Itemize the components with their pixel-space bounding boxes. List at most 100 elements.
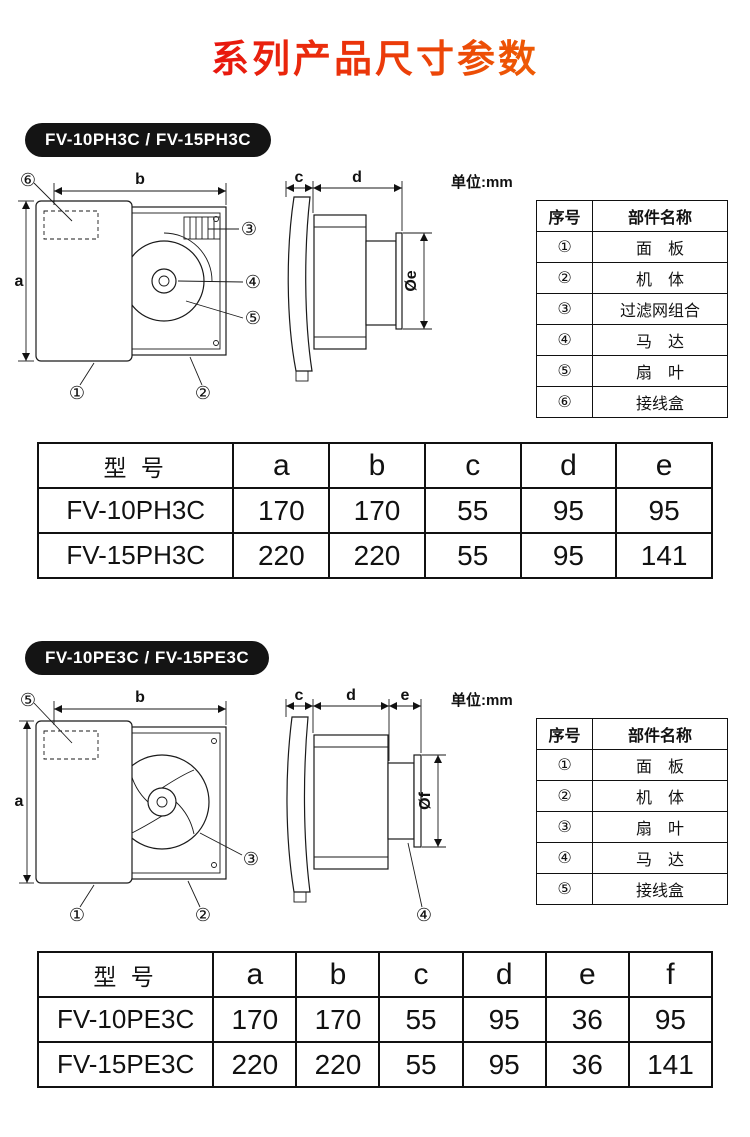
model-name: FV-15PE3C xyxy=(36,1041,215,1088)
part-index: ⑤ xyxy=(536,873,593,905)
callout-1-panel: ① xyxy=(69,383,85,403)
parts-row: ④ 马 达 xyxy=(536,842,728,874)
dim-label-e: e xyxy=(401,687,410,704)
callout-1-panel: ① xyxy=(69,905,85,925)
part-name: 面 板 xyxy=(592,749,728,781)
callout-5-blade: ⑤ xyxy=(245,308,261,328)
dim-value: 95 xyxy=(461,996,547,1043)
part-index: ③ xyxy=(536,293,593,325)
dimension-a xyxy=(18,200,34,362)
parts-row: ⑥ 接线盒 xyxy=(536,386,728,418)
side-profile-outline xyxy=(286,716,422,903)
side-view-diagram-pe3c: c d e Øf ④ xyxy=(285,687,446,925)
dim-header-a: a xyxy=(212,951,298,998)
parts-header-index: 序号 xyxy=(536,200,593,232)
parts-row: ④ 马 达 xyxy=(536,324,728,356)
dimension-e xyxy=(389,699,422,753)
part-name: 扇 叶 xyxy=(592,355,728,387)
dim-header-a: a xyxy=(232,442,331,489)
front-panel-outline xyxy=(35,200,133,362)
dim-label-dia-f: Øf xyxy=(417,791,434,809)
dim-value: 55 xyxy=(423,487,522,534)
callout-4-motor: ④ xyxy=(416,905,432,925)
dim-header-model: 型 号 xyxy=(36,951,215,998)
right-column-ph3c: 单位:mm 序号 部件名称 ① 面 板 ② xyxy=(451,169,736,418)
section-pe3c: FV-10PE3C / FV-15PE3C xyxy=(0,579,750,1088)
side-profile-outline xyxy=(287,196,403,382)
part-name: 机 体 xyxy=(592,780,728,812)
dimension-dia-f xyxy=(422,754,446,848)
unit-label-pe3c: 单位:mm xyxy=(451,692,513,709)
dim-value: 95 xyxy=(519,487,618,534)
dim-value: 141 xyxy=(627,1041,714,1088)
parts-table-pe3c: 序号 部件名称 ① 面 板 ② 机 体 xyxy=(536,718,728,905)
part-index: ① xyxy=(536,749,593,781)
front-view-diagram-ph3c: b a ⑥ ③ ④ ⑤ ① ② xyxy=(15,170,262,403)
callout-leader-lines xyxy=(33,182,244,386)
dim-label-b: b xyxy=(135,689,145,706)
dim-row: FV-10PE3C 170 170 55 95 36 95 xyxy=(36,996,714,1043)
dim-header-f: f xyxy=(627,951,714,998)
part-index: ④ xyxy=(536,842,593,874)
callout-4-motor: ④ xyxy=(245,272,261,292)
section-ph3c: FV-10PH3C / FV-15PH3C xyxy=(0,83,750,579)
callout-3-blade: ③ xyxy=(243,849,259,869)
dim-value: 220 xyxy=(212,1041,298,1088)
parts-header-name: 部件名称 xyxy=(592,718,728,750)
parts-row: ③ 过滤网组合 xyxy=(536,293,728,325)
side-view-diagram-ph3c: c d Øe xyxy=(285,169,432,382)
part-index: ④ xyxy=(536,324,593,356)
parts-row: ① 面 板 xyxy=(536,749,728,781)
dim-value: 55 xyxy=(378,996,464,1043)
dim-header-model: 型 号 xyxy=(36,442,235,489)
dim-value: 170 xyxy=(232,487,331,534)
dim-value: 95 xyxy=(615,487,713,534)
parts-header-index: 序号 xyxy=(536,718,593,750)
dim-header-b: b xyxy=(295,951,381,998)
part-name: 接线盒 xyxy=(592,386,728,418)
dimension-b xyxy=(53,701,227,725)
dimension-a xyxy=(19,720,34,884)
callout-6-junction-box: ⑥ xyxy=(20,170,36,190)
model-badge-pe3c: FV-10PE3C / FV-15PE3C xyxy=(25,641,270,675)
dim-row: FV-15PH3C 220 220 55 95 141 xyxy=(36,532,713,579)
part-index: ① xyxy=(536,231,593,263)
dim-value: 55 xyxy=(378,1041,464,1088)
part-index: ② xyxy=(536,262,593,294)
dim-label-a: a xyxy=(15,273,24,290)
front-panel-outline xyxy=(35,720,133,884)
callout-leader-lines xyxy=(407,842,423,908)
model-name: FV-10PE3C xyxy=(36,996,215,1043)
unit-label-ph3c: 单位:mm xyxy=(451,174,513,191)
dim-header-e: e xyxy=(544,951,630,998)
diagram-row-pe3c: b a ⑤ ③ ① ② xyxy=(0,687,750,927)
dim-label-c: c xyxy=(295,169,304,186)
dim-value: 220 xyxy=(295,1041,381,1088)
diagram-row-ph3c: b a ⑥ ③ ④ ⑤ ① ② xyxy=(0,169,750,418)
dim-value: 95 xyxy=(461,1041,547,1088)
callout-2-body: ② xyxy=(195,905,211,925)
dim-value: 220 xyxy=(232,532,331,579)
parts-row: ② 机 体 xyxy=(536,262,728,294)
parts-row: ⑤ 接线盒 xyxy=(536,873,728,905)
part-name: 机 体 xyxy=(592,262,728,294)
dim-value: 170 xyxy=(212,996,298,1043)
parts-table-ph3c: 序号 部件名称 ① 面 板 ② 机 体 xyxy=(536,200,728,418)
parts-row: ⑤ 扇 叶 xyxy=(536,355,728,387)
dim-row: FV-10PH3C 170 170 55 95 95 xyxy=(36,487,713,534)
parts-header-row: 序号 部件名称 xyxy=(536,718,728,750)
part-index: ③ xyxy=(536,811,593,843)
dim-label-d: d xyxy=(346,687,356,704)
dim-header-row: 型 号 a b c d e f xyxy=(36,951,714,998)
dim-value: 141 xyxy=(615,532,713,579)
right-column-pe3c: 单位:mm 序号 部件名称 ① 面 板 ② xyxy=(451,687,736,905)
dim-header-d: d xyxy=(519,442,618,489)
dimension-dia-e xyxy=(403,232,432,330)
part-name: 过滤网组合 xyxy=(592,293,728,325)
model-badge-ph3c: FV-10PH3C / FV-15PH3C xyxy=(25,123,272,157)
dim-label-dia-e: Øe xyxy=(403,270,420,291)
part-name: 面 板 xyxy=(592,231,728,263)
dim-value: 220 xyxy=(328,532,426,579)
dim-header-c: c xyxy=(423,442,522,489)
